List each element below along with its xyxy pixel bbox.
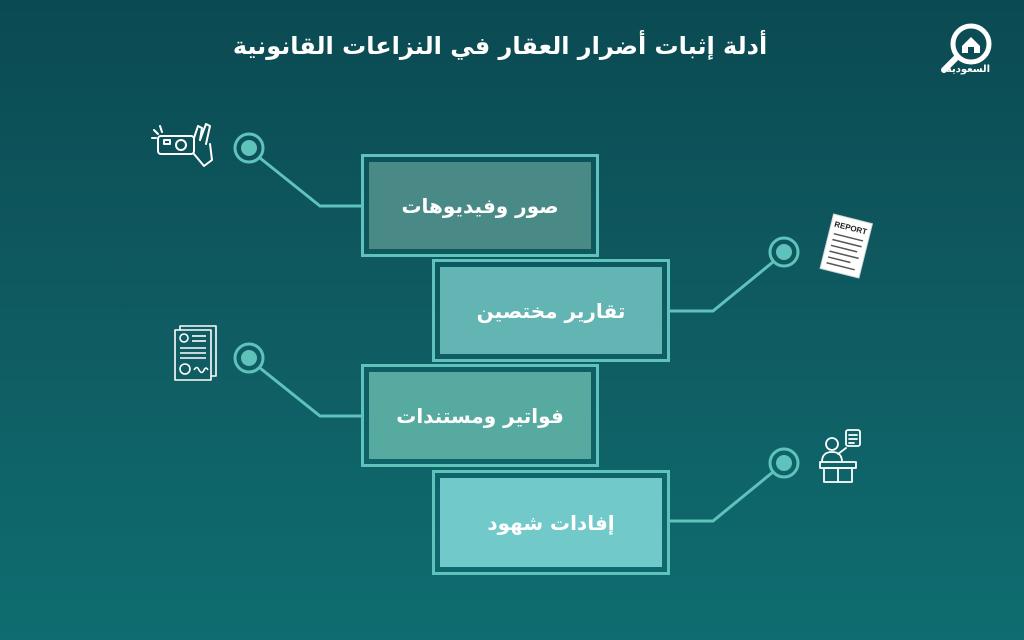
connector-line-3 xyxy=(259,366,363,418)
step-label: تقارير مختصين xyxy=(476,298,626,323)
hand-holding-camera-icon xyxy=(151,123,213,167)
step-label: إفادات شهود xyxy=(487,510,615,535)
connector-line-2 xyxy=(668,260,774,313)
step-fill: فواتير ومستندات xyxy=(369,372,591,459)
connector-dot-2 xyxy=(768,236,800,268)
witness-stand-icon xyxy=(819,429,861,483)
step-fill: صور وفيديوهات xyxy=(369,162,591,249)
connector-dot-3 xyxy=(233,342,265,374)
connector-dot-4 xyxy=(768,447,800,479)
step-fill: تقارير مختصين xyxy=(440,267,662,354)
step-box-reports: تقارير مختصين xyxy=(432,259,670,362)
legal-document-icon xyxy=(174,325,217,381)
step-box-photos: صور وفيديوهات xyxy=(361,154,599,257)
connector-line-4 xyxy=(668,470,774,523)
step-box-witnesses: إفادات شهود xyxy=(432,470,670,575)
connector-dot-1 xyxy=(233,132,265,164)
page-title: أدلة إثبات أضرار العقار في النزاعات القا… xyxy=(232,32,768,60)
step-label: فواتير ومستندات xyxy=(396,403,564,428)
step-fill: إفادات شهود xyxy=(440,478,662,567)
report-document-icon: REPORT xyxy=(819,213,874,279)
house-magnifier-icon xyxy=(941,23,992,73)
step-label: صور وفيديوهات xyxy=(401,193,559,218)
logo-text: السعودية xyxy=(945,64,991,75)
connector-line-1 xyxy=(259,156,363,208)
step-box-invoices: فواتير ومستندات xyxy=(361,364,599,467)
